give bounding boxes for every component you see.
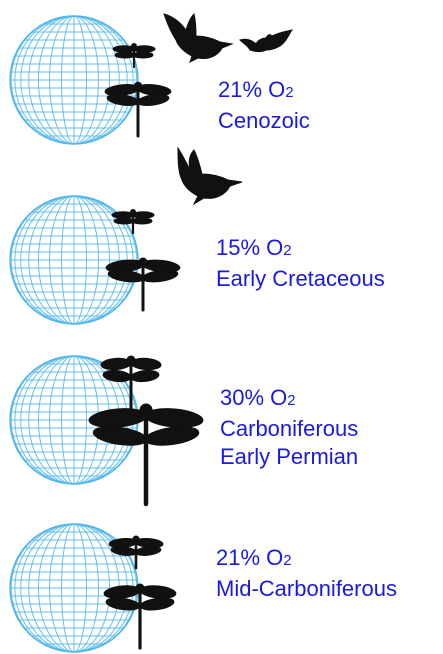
o2-level: 21% O2 <box>218 76 310 107</box>
o2-level: 15% O2 <box>216 234 385 265</box>
period-name: Carboniferous <box>220 415 358 443</box>
period-label: 21% O2 Cenozoic <box>218 76 310 135</box>
period-label: 30% O2 Carboniferous Early Permian <box>220 384 358 471</box>
dragonfly-icon <box>113 38 155 68</box>
bird-icon <box>168 146 244 208</box>
panel-mid-carboniferous: 21% O2 Mid-Carboniferous <box>0 510 443 651</box>
dragonfly-icon <box>104 578 176 650</box>
dragonfly-icon <box>104 76 172 138</box>
period-label: 15% O2 Early Cretaceous <box>216 234 385 293</box>
period-label: 21% O2 Mid-Carboniferous <box>216 544 397 603</box>
period-name: Early Cretaceous <box>216 265 385 293</box>
dragonfly-icon <box>112 204 154 234</box>
bat-icon <box>238 28 294 56</box>
panel-cenozoic: 21% O2 Cenozoic <box>0 0 443 160</box>
bird-icon <box>160 12 234 64</box>
period-name-secondary: Early Permian <box>220 443 358 471</box>
dragonfly-icon <box>108 532 164 570</box>
o2-level: 30% O2 <box>220 384 358 415</box>
period-name: Cenozoic <box>218 107 310 135</box>
o2-level: 21% O2 <box>216 544 397 575</box>
dragonfly-icon <box>90 402 202 506</box>
period-name: Mid-Carboniferous <box>216 575 397 603</box>
panel-early-cretaceous: 15% O2 Early Cretaceous <box>0 140 443 320</box>
dragonfly-icon <box>106 252 180 312</box>
panel-carboniferous-early-permian: 30% O2 Carboniferous Early Permian <box>0 340 443 510</box>
